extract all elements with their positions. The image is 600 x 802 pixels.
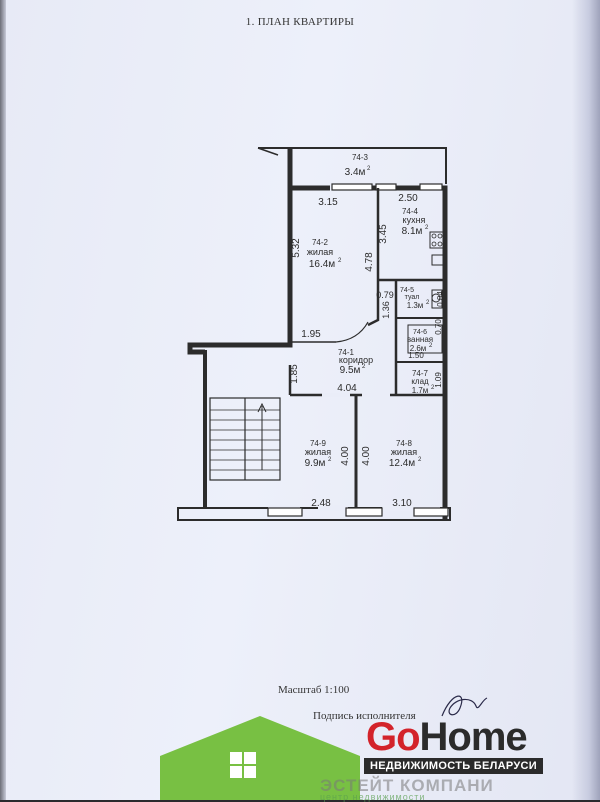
dimension-label: 2.50 xyxy=(398,193,418,204)
room-id: 74-6 xyxy=(413,329,427,336)
room-area: 9.5м xyxy=(340,365,361,376)
room-id: 74-5 xyxy=(400,287,414,294)
page-title: 1. ПЛАН КВАРТИРЫ xyxy=(245,16,355,28)
logo-home: Home xyxy=(419,715,528,759)
room-area: 8.1м xyxy=(402,226,423,237)
area-superscript: 2 xyxy=(429,343,433,349)
room-id: 74-1 xyxy=(338,348,355,357)
room-name: жилая xyxy=(391,447,417,457)
room-name: коридор xyxy=(339,355,373,365)
dimension-label: 1.09 xyxy=(434,372,443,388)
room-name: жилая xyxy=(305,447,331,457)
room-id: 74-7 xyxy=(412,369,429,378)
dimension-label: 0.84 xyxy=(436,291,445,307)
dimension-label: 4.00 xyxy=(340,446,351,466)
room-name: туал xyxy=(405,294,420,301)
handwritten-signature xyxy=(441,695,488,717)
area-superscript: 2 xyxy=(431,385,435,391)
room-id: 74-3 xyxy=(352,153,369,162)
room-area: 2.6м xyxy=(410,344,427,353)
dimension-label: 4.00 xyxy=(361,446,372,466)
room-id: 74-8 xyxy=(396,439,413,448)
dimension-label: 5.32 xyxy=(291,238,302,258)
signature-label: Подпись исполнителя xyxy=(313,710,416,722)
area-superscript: 2 xyxy=(425,225,429,231)
room-area: 9.9м xyxy=(305,458,326,469)
dimension-label: 1.36 xyxy=(381,301,391,319)
area-superscript: 2 xyxy=(367,166,371,172)
room-name: кухня xyxy=(403,215,426,225)
room-id: 74-9 xyxy=(310,439,327,448)
room-name: клад xyxy=(411,377,429,386)
page-right-shadow xyxy=(572,0,600,800)
room-area: 1.7м xyxy=(412,386,429,395)
brand-tagline: НЕДВИЖИМОСТЬ БЕЛАРУСИ xyxy=(364,758,543,774)
house-logo-icon xyxy=(160,716,360,800)
brand-banner: GoHome НЕДВИЖИМОСТЬ БЕЛАРУСИ ЭСТЕЙТ КОМП… xyxy=(160,712,600,802)
dimension-label: 4.04 xyxy=(337,383,357,394)
room-id: 74-4 xyxy=(402,207,419,216)
dimension-label: 2.48 xyxy=(311,498,331,509)
brand-logo: GoHome xyxy=(366,715,528,760)
dimension-label: 3.45 xyxy=(378,224,389,244)
room-id: 74-2 xyxy=(312,238,329,247)
area-superscript: 2 xyxy=(418,457,422,463)
room-area: 16.4м xyxy=(309,259,335,270)
room-area: 1.3м xyxy=(407,301,424,310)
dimension-label: 3.15 xyxy=(318,197,338,208)
dimension-label: 3.10 xyxy=(392,498,412,509)
room-name: жилая xyxy=(307,247,333,257)
area-superscript: 2 xyxy=(328,457,332,463)
watermark-subtext: центр недвижимости xyxy=(320,792,426,802)
dimension-label: 1.50 xyxy=(408,351,424,360)
watermark-text: ЭСТЕЙТ КОМПАНИ xyxy=(320,776,494,795)
dimension-label: 0.70 xyxy=(434,319,443,335)
page-left-shadow xyxy=(0,0,6,800)
dimension-label: 4.78 xyxy=(364,252,375,272)
room-area: 3.4м xyxy=(345,167,366,178)
area-superscript: 2 xyxy=(426,300,430,306)
area-superscript: 2 xyxy=(362,364,366,370)
room-name: ванная xyxy=(407,335,433,344)
dimension-label: 1.95 xyxy=(301,329,321,340)
room-area: 12.4м xyxy=(389,458,415,469)
logo-go: Go xyxy=(366,715,421,759)
scale-label: Масштаб 1:100 xyxy=(278,684,350,696)
dimension-label: 1.85 xyxy=(289,364,300,384)
area-superscript: 2 xyxy=(338,258,342,264)
dimension-label: 0.79 xyxy=(376,290,394,300)
